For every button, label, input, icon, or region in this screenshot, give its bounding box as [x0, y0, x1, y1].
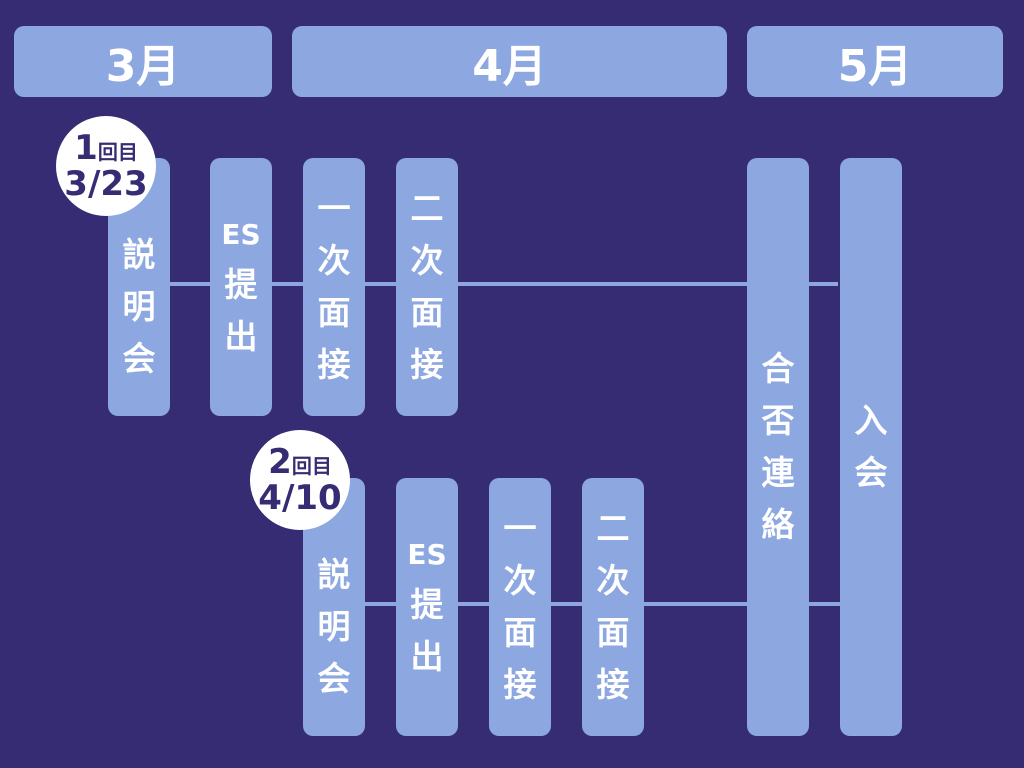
step-char: 二: [410, 189, 444, 228]
step-char: 接: [317, 345, 351, 384]
track1-es-submission: ES 提 出: [210, 158, 272, 416]
step-char: 次: [410, 241, 444, 280]
step-char: ES: [221, 218, 261, 251]
step-char: 出: [224, 317, 258, 356]
step-char: 面: [317, 293, 351, 332]
badge-round-number: 2: [268, 442, 292, 482]
step-char: 次: [503, 561, 537, 600]
track1-badge: 1 回目 3/23: [56, 116, 156, 216]
step-char: 連: [761, 453, 795, 492]
track2-first-interview: 一 次 面 接: [489, 478, 551, 736]
badge-round-number: 1: [74, 128, 98, 168]
result-notification: 合 否 連 絡: [747, 158, 809, 736]
step-char: 明: [122, 287, 156, 326]
step-char: 否: [761, 401, 795, 440]
step-char: 接: [410, 345, 444, 384]
track2-second-interview: 二 次 面 接: [582, 478, 644, 736]
badge-round-unit: 回目: [97, 140, 138, 164]
step-char: 次: [596, 561, 630, 600]
step-char: 面: [596, 613, 630, 652]
step-char: 説: [317, 555, 351, 594]
badge-date: 4/10: [258, 478, 342, 518]
track1-second-interview: 二 次 面 接: [396, 158, 458, 416]
month-header-april: 4月: [292, 26, 727, 97]
step-char: 絡: [761, 505, 795, 544]
step-char: 面: [410, 293, 444, 332]
step-char: 一: [317, 189, 351, 228]
step-char: 次: [317, 241, 351, 280]
step-char: 明: [317, 607, 351, 646]
step-char: 一: [503, 509, 537, 548]
step-char: 合: [761, 349, 795, 388]
month-header-may: 5月: [747, 26, 1003, 97]
step-char: 提: [410, 585, 444, 624]
badge-round-unit: 回目: [291, 454, 332, 478]
step-char: 接: [503, 665, 537, 704]
step-char: 会: [122, 339, 156, 378]
track2-badge: 2 回目 4/10: [250, 430, 350, 530]
step-char: 二: [596, 509, 630, 548]
badge-date: 3/23: [64, 164, 148, 204]
step-char: ES: [407, 538, 447, 571]
step-char: 接: [596, 665, 630, 704]
month-header-march: 3月: [14, 26, 272, 97]
join: 入 会: [840, 158, 902, 736]
step-char: 説: [122, 235, 156, 274]
step-char: 入: [854, 401, 888, 440]
track1-first-interview: 一 次 面 接: [303, 158, 365, 416]
step-char: 会: [317, 659, 351, 698]
step-char: 面: [503, 613, 537, 652]
track2-es-submission: ES 提 出: [396, 478, 458, 736]
track1-connector-line: [108, 282, 838, 286]
step-char: 提: [224, 265, 258, 304]
step-char: 出: [410, 637, 444, 676]
step-char: 会: [854, 453, 888, 492]
